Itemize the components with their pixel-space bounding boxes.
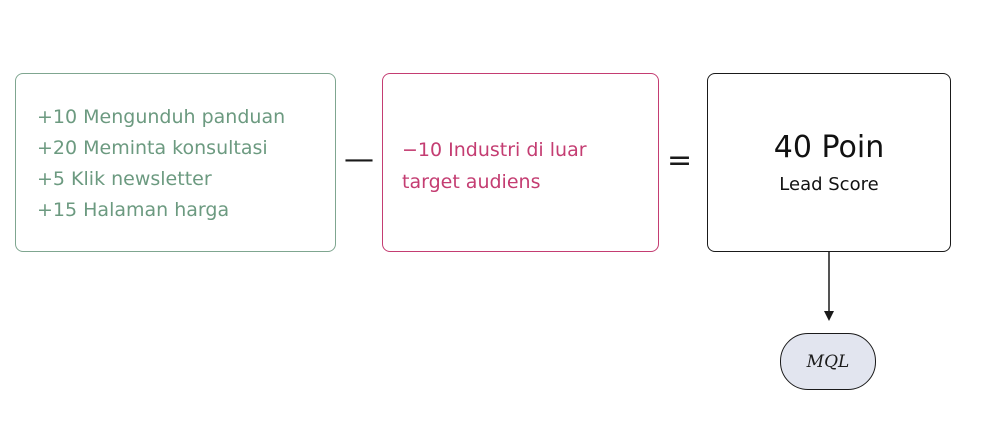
mql-node: MQL: [780, 333, 876, 390]
arrow-head: [824, 311, 834, 321]
positive-activities-box: +10 Mengunduh panduan +20 Meminta konsul…: [15, 73, 336, 252]
negative-criteria-box: −10 Industri di luar target audiens: [382, 73, 659, 252]
lead-score-box: 40 Poin Lead Score: [707, 73, 951, 252]
positive-item: +5 Klik newsletter: [37, 168, 212, 190]
negative-criteria-list: −10 Industri di luar target audiens: [402, 134, 587, 198]
negative-item: target audiens: [402, 171, 541, 193]
minus-operator: —: [344, 142, 374, 177]
positive-item: +20 Meminta konsultasi: [37, 137, 268, 159]
positive-activities-list: +10 Mengunduh panduan +20 Meminta konsul…: [37, 102, 285, 226]
negative-item: −10 Industri di luar: [402, 139, 587, 161]
positive-item: +15 Halaman harga: [37, 199, 230, 221]
score-label: Lead Score: [779, 174, 879, 195]
score-value: 40 Poin: [773, 130, 885, 165]
equals-operator: =: [667, 143, 693, 178]
positive-item: +10 Mengunduh panduan: [37, 106, 286, 128]
